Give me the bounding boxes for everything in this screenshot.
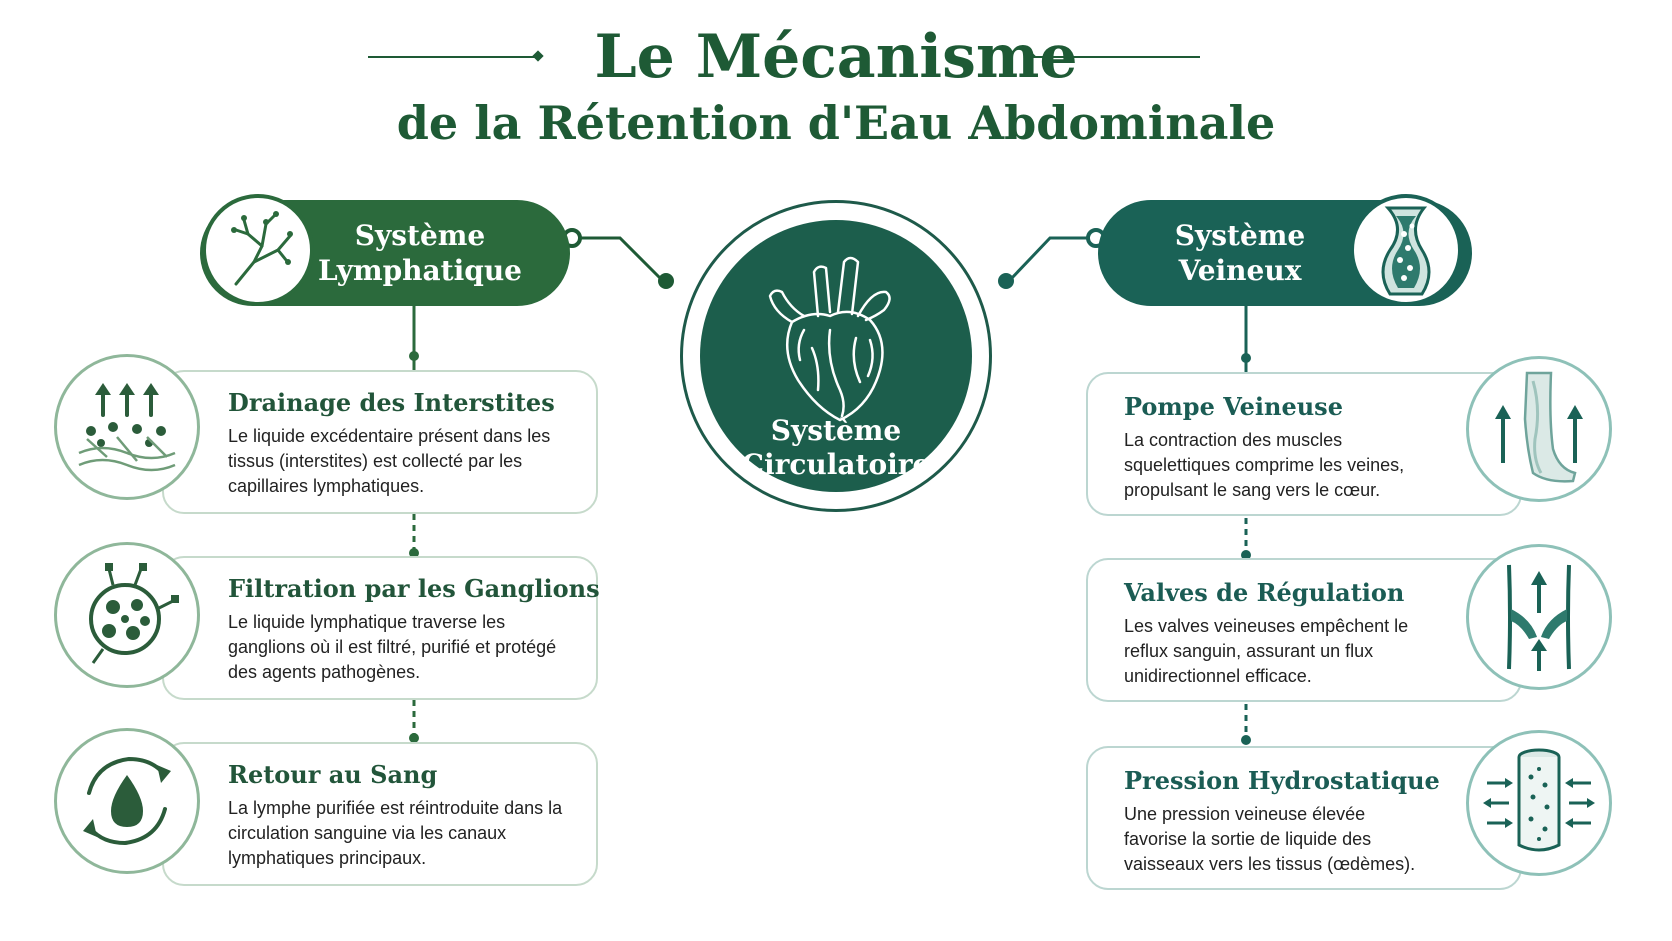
valve-icon xyxy=(1466,544,1612,690)
lymphatic-header-line2: Lymphatique xyxy=(318,254,522,287)
page-title: Le Mécanisme xyxy=(594,22,1078,92)
title-rule-left xyxy=(368,56,536,58)
card-description: La lymphe purifiée est réintroduite dans… xyxy=(228,798,563,868)
center-label-line2: Circulatoire xyxy=(741,448,931,481)
card-title: Retour au Sang xyxy=(228,760,438,789)
card-title: Filtration par les Ganglions xyxy=(228,574,600,603)
drainage-arrows-icon xyxy=(54,354,200,500)
card-filtration: Filtration par les Ganglions Le liquide … xyxy=(162,556,600,700)
card-description: Une pression veineuse élevée favorise la… xyxy=(1124,804,1416,874)
card-venous-pump: Pompe Veineuse La contraction des muscle… xyxy=(1086,372,1522,516)
lymphatic-header-line1: Système xyxy=(354,219,486,252)
venous-header-line1: Système xyxy=(1174,219,1306,252)
circulatory-system-node xyxy=(700,220,972,492)
card-title: Pression Hydrostatique xyxy=(1124,766,1440,795)
pressure-vessel-icon xyxy=(1466,730,1612,876)
card-description: Les valves veineuses empêchent le reflux… xyxy=(1124,616,1409,686)
card-hydrostatic-pressure: Pression Hydrostatique Une pression vein… xyxy=(1086,746,1522,890)
card-return: Retour au Sang La lymphe purifiée est ré… xyxy=(162,742,598,886)
title-rule-right xyxy=(1032,56,1200,58)
card-valves: Valves de Régulation Les valves veineuse… xyxy=(1086,558,1522,702)
card-description: Le liquide excédentaire présent dans les… xyxy=(228,426,551,496)
vein-icon xyxy=(1350,194,1462,306)
card-description: La contraction des muscles squelettiques… xyxy=(1124,430,1405,500)
venous-header-line2: Veineux xyxy=(1178,254,1302,287)
card-description: Le liquide lymphatique traverse les gang… xyxy=(228,612,557,682)
heart-icon xyxy=(768,256,891,422)
center-label-line1: Système xyxy=(770,414,902,447)
card-title: Pompe Veineuse xyxy=(1124,392,1343,421)
circulatory-system-label: Système Circulatoire xyxy=(700,414,972,482)
card-drainage: Drainage des Interstites Le liquide excé… xyxy=(162,370,598,514)
droplet-cycle-icon xyxy=(54,728,200,874)
page-subtitle: de la Rétention d'Eau Abdominale xyxy=(396,96,1276,150)
card-title: Drainage des Interstites xyxy=(228,388,555,417)
leg-arrows-icon xyxy=(1466,356,1612,502)
lymph-node-icon xyxy=(54,542,200,688)
tree-branch-icon xyxy=(202,194,314,306)
card-title: Valves de Régulation xyxy=(1124,578,1405,607)
